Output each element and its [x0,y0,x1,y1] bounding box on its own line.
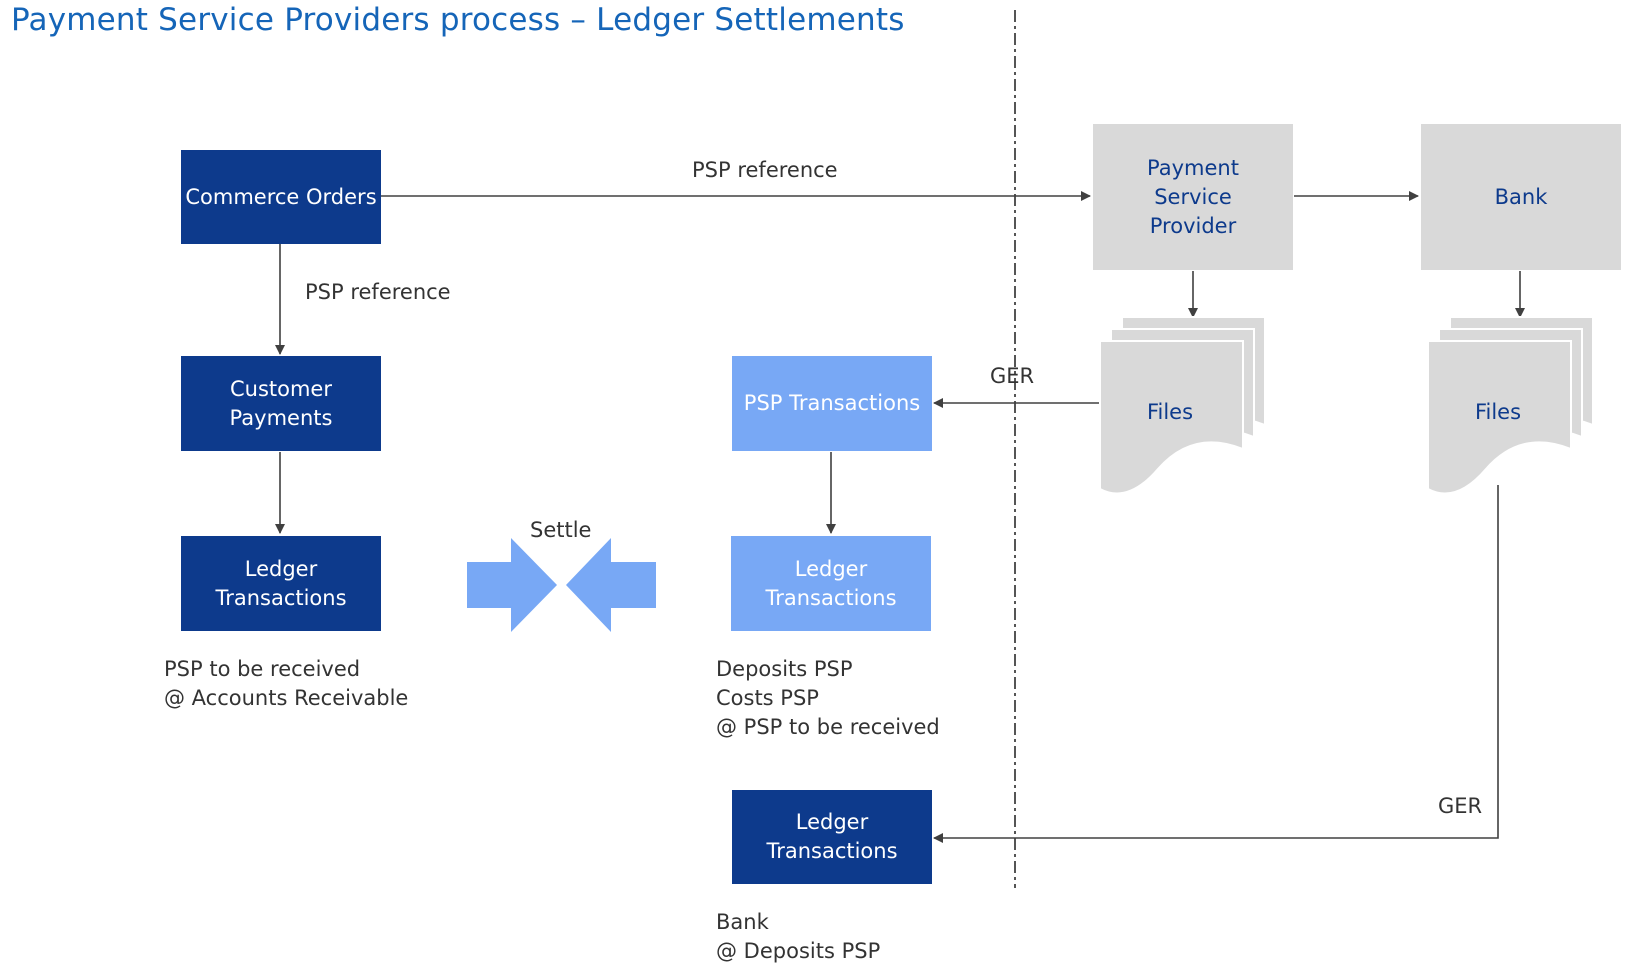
bank-note-line1: Bank [716,910,769,934]
psp-note-line2: Costs PSP [716,686,819,710]
ledger-transactions-ar-box: Ledger Transactions [181,536,381,631]
settle-label: Settle [530,518,592,542]
ar-note-line1: PSP to be received [164,657,361,681]
ger-top-label: GER [990,364,1035,388]
psp-note-line3: @ PSP to be received [716,715,940,739]
psp-note-line1: Deposits PSP [716,657,853,681]
bank-note: Bank @ Deposits PSP [716,908,880,966]
ar-note: PSP to be received @ Accounts Receivable [164,655,408,713]
ledger-transactions-bank-box: Ledger Transactions [732,790,932,884]
psp-transactions-label: PSP Transactions [743,391,921,415]
psp-transactions-box: PSP Transactions [732,356,932,451]
files-bank-shape [1427,316,1594,495]
ar-note-line2: @ Accounts Receivable [164,686,409,710]
commerce-orders-box: Commerce Orders [181,150,381,244]
settle-arrow-left [566,538,656,632]
ger-bottom-label: GER [1438,794,1483,818]
psp-note: Deposits PSP Costs PSP @ PSP to be recei… [716,655,940,742]
psp-reference-left-label: PSP reference [305,280,451,304]
commerce-orders-label: Commerce Orders [185,184,377,209]
customer-payments-label: Customer Payments [229,376,333,430]
ledger-transactions-ar-label: Ledger Transactions [215,556,347,610]
bank-label: Bank [1494,184,1548,209]
arrow-bankfiles-to-ledger [933,485,1499,843]
psp-reference-top-label: PSP reference [692,158,838,182]
ledger-transactions-bank-label: Ledger Transactions [766,810,898,863]
settle-arrow-right [467,538,557,632]
page-title: Payment Service Providers process – Ledg… [11,2,905,38]
customer-payments-box: Customer Payments [181,356,381,451]
files-psp-shape [1099,316,1266,495]
files-psp-label: Files [1146,400,1194,424]
payment-service-provider-box: Payment Service Provider [1093,124,1293,270]
ledger-transactions-psp-box: Ledger Transactions [731,536,931,631]
bank-box: Bank [1421,124,1621,270]
bank-note-line2: @ Deposits PSP [716,939,881,963]
payment-service-provider-label: Payment Service Provider [1147,155,1239,238]
files-bank-label: Files [1474,400,1522,424]
ledger-transactions-psp-label: Ledger Transactions [765,556,897,610]
